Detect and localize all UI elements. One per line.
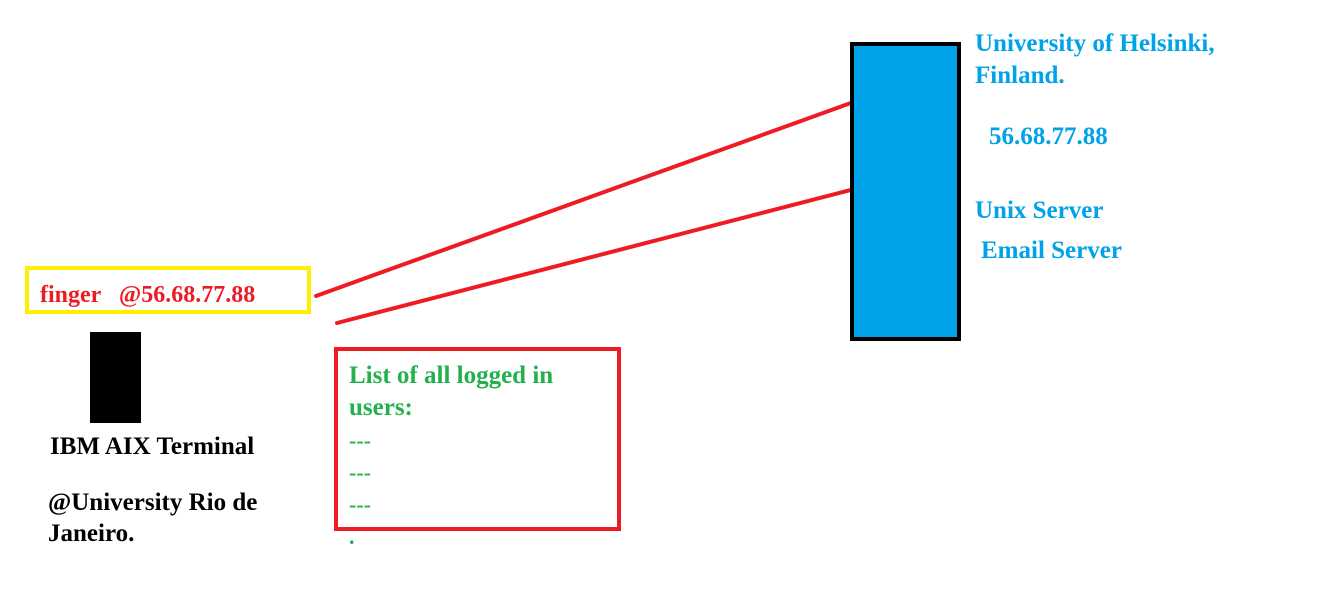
server-role-unix: Unix Server: [975, 197, 1104, 224]
results-box: [334, 347, 621, 531]
server-name: University of Helsinki, Finland.: [975, 30, 1215, 89]
results-line: ---: [349, 492, 371, 517]
request-connector: [314, 93, 875, 298]
server-block: [850, 42, 961, 341]
terminal-icon: [90, 332, 141, 423]
results-line: .: [349, 524, 355, 549]
results-title: List of all logged in users:: [349, 362, 554, 421]
server-role-email: Email Server: [981, 237, 1122, 264]
finger-command: finger @56.68.77.88: [40, 282, 256, 308]
results-line: ---: [349, 460, 371, 485]
results-line: ---: [349, 428, 371, 453]
server-ip: 56.68.77.88: [989, 123, 1108, 150]
command-box: [25, 266, 311, 314]
response-connector: [335, 177, 895, 325]
terminal-location: @University Rio de Janeiro.: [48, 489, 258, 547]
terminal-name: IBM AIX Terminal: [50, 433, 255, 460]
